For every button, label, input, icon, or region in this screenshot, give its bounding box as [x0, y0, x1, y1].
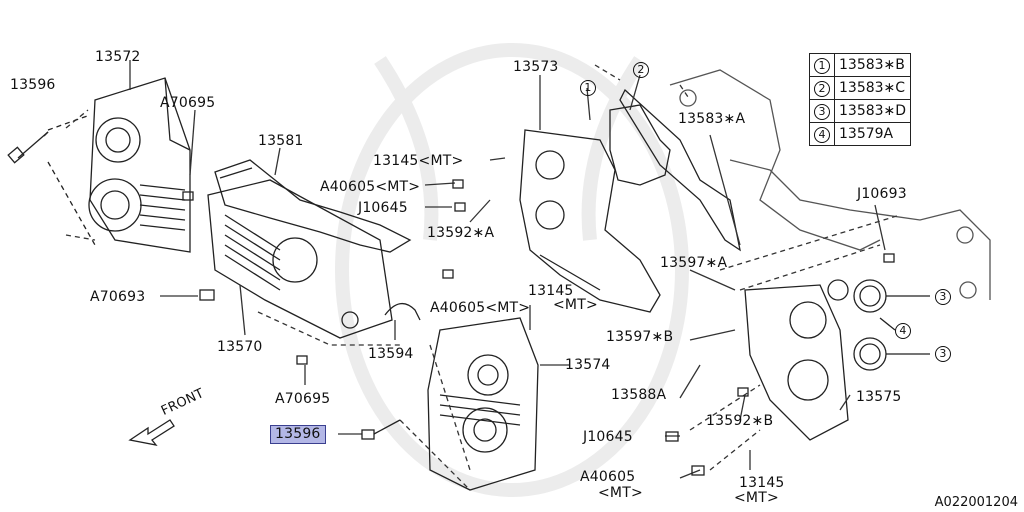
legend-num: 3 [814, 103, 830, 120]
legend-row: 3 13583∗D [809, 99, 912, 123]
legend-part: 13579A [833, 122, 912, 146]
label-13596-top: 13596 [10, 77, 56, 93]
callout-3a: 3 [935, 289, 951, 305]
timing-cover-13572 [88, 77, 191, 253]
label-13572: 13572 [95, 49, 141, 65]
sensor-13594 [384, 303, 421, 321]
label-j10645-bot: J10645 [583, 429, 633, 445]
label-13583-a: 13583∗A [678, 111, 746, 127]
label-13581: 13581 [258, 133, 304, 149]
seal-13583-b [609, 104, 671, 186]
label-a40605-bot: A40605 [580, 469, 636, 485]
legend-part: 13583∗C [833, 76, 912, 100]
legend-row: 2 13583∗C [809, 76, 912, 100]
bolt-13596-top [7, 131, 49, 164]
label-13145-mid: 13145 [528, 283, 574, 299]
oil-seals [827, 279, 930, 371]
label-13592-b: 13592∗B [706, 413, 774, 429]
engine-outline [669, 69, 991, 300]
callout-3b: 3 [935, 346, 951, 362]
label-a40605-mt2: A40605<MT> [430, 300, 531, 316]
diagram-code: A022001204 [934, 495, 1018, 510]
label-a70693: A70693 [90, 289, 146, 305]
legend-num: 4 [814, 126, 830, 143]
label-13592-a: 13592∗A [427, 225, 495, 241]
watermark-logo [335, 43, 689, 497]
callout-1: 1 [580, 80, 596, 96]
timing-cover-13575 [744, 284, 849, 441]
label-13597-a: 13597∗A [660, 255, 728, 271]
callout-2: 2 [633, 62, 649, 78]
front-arrow-icon [128, 419, 175, 446]
label-13145-mt: 13145<MT> [373, 153, 464, 169]
legend-table: 1 13583∗B 2 13583∗C 3 13583∗D 4 13579A [809, 53, 912, 146]
label-a40605-mt: A40605<MT> [320, 179, 421, 195]
label-13570: 13570 [217, 339, 263, 355]
callout-4: 4 [895, 323, 911, 339]
label-13575: 13575 [856, 389, 902, 405]
label-13145-bot: 13145 [739, 475, 785, 491]
legend-num: 2 [814, 80, 830, 97]
label-a70695-top: A70695 [160, 95, 216, 111]
label-mt-bot2: <MT> [734, 490, 779, 506]
legend-part: 13583∗B [833, 53, 912, 77]
label-j10693: J10693 [857, 186, 907, 202]
label-a70695-bot: A70695 [275, 391, 331, 407]
timing-cover-13574 [427, 317, 539, 491]
legend-row: 4 13579A [809, 122, 912, 146]
plate-13573 [519, 129, 661, 313]
label-j10645-top: J10645 [358, 200, 408, 216]
legend-row: 1 13583∗B [809, 53, 912, 77]
seal-13583-c [619, 88, 741, 252]
legend-part: 13583∗D [833, 99, 912, 123]
label-13597-b: 13597∗B [606, 329, 674, 345]
label-13596-highlighted[interactable]: 13596 [270, 425, 326, 444]
label-13573: 13573 [513, 59, 559, 75]
legend-num: 1 [814, 57, 830, 74]
label-mt-mid: <MT> [553, 297, 598, 313]
small-bolts [182, 179, 895, 476]
label-13574: 13574 [565, 357, 611, 373]
label-13588a: 13588A [611, 387, 667, 403]
label-13594: 13594 [368, 346, 414, 362]
label-mt-bot1: <MT> [598, 485, 643, 501]
gasket-13581 [214, 159, 412, 253]
plate-13570 [207, 179, 393, 339]
